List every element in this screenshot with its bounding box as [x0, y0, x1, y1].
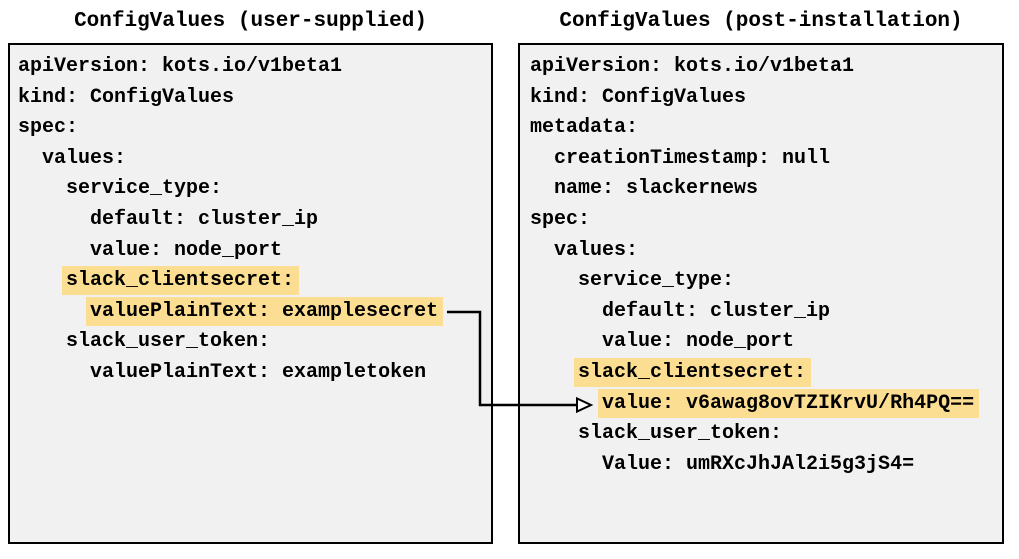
code-indent	[530, 239, 554, 262]
code-text: values:	[554, 238, 639, 262]
code-line: spec:	[530, 205, 1002, 236]
code-line: spec:	[18, 113, 491, 144]
code-text: default: cluster_ip	[90, 207, 319, 231]
post-installation-config-panel: apiVersion: kots.io/v1beta1 kind: ConfigV…	[518, 43, 1004, 544]
code-indent	[530, 300, 602, 323]
code-text: apiVersion: kots.io/v1beta1	[530, 55, 855, 78]
code-line: valuePlainText: examplesecret	[18, 296, 491, 328]
code-text: valuePlainText: exampletoken	[90, 360, 427, 384]
code-indent	[18, 361, 90, 384]
highlighted-code-text: slack_clientsecret:	[62, 266, 300, 296]
code-line: value: node_port	[530, 327, 1002, 358]
user-supplied-panel-title: ConfigValues (user-supplied)	[74, 10, 427, 33]
code-indent	[530, 361, 578, 384]
code-line: metadata:	[530, 113, 1002, 144]
code-text: value: node_port	[602, 330, 795, 354]
code-text: metadata:	[530, 116, 639, 140]
code-text: kind: ConfigValues	[530, 85, 747, 109]
highlighted-code-text: value: v6awag8ovTZIKrvU/Rh4PQ==	[598, 388, 980, 418]
code-indent	[18, 269, 66, 292]
code-line: slack_user_token:	[18, 327, 491, 358]
user-supplied-config-panel: apiVersion: kots.io/v1beta1 kind: ConfigV…	[8, 43, 493, 544]
code-indent	[530, 453, 602, 476]
code-line: service_type:	[530, 266, 1002, 297]
code-line: name: slackernews	[530, 174, 1002, 205]
code-text: spec:	[18, 116, 79, 140]
code-line: slack_clientsecret:	[18, 266, 491, 297]
code-line: creationTimestamp: null	[530, 144, 1002, 175]
post-installation-panel-title: ConfigValues (post-installation)	[559, 10, 963, 33]
code-text: kind: ConfigValues	[18, 85, 235, 109]
code-indent	[18, 239, 90, 262]
code-indent	[530, 177, 554, 200]
code-text: spec:	[530, 207, 591, 231]
code-text: values:	[42, 146, 127, 170]
highlighted-code-text: slack_clientsecret:	[574, 357, 812, 387]
code-text: service_type:	[66, 177, 223, 201]
code-indent	[18, 330, 66, 353]
code-indent	[530, 392, 602, 415]
code-line: value: v6awag8ovTZIKrvU/Rh4PQ==	[530, 388, 1002, 420]
code-text: default: cluster_ip	[602, 299, 831, 323]
code-indent	[18, 177, 66, 200]
code-indent	[18, 300, 90, 323]
code-indent	[530, 422, 578, 445]
code-line: service_type:	[18, 174, 491, 205]
code-text: Value: umRXcJhJAl2i5g3jS4=	[602, 452, 915, 476]
code-lines: apiVersion: kots.io/v1beta1 kind: ConfigV…	[10, 45, 491, 389]
code-line: Value: umRXcJhJAl2i5g3jS4=	[530, 450, 1002, 481]
code-line: apiVersion: kots.io/v1beta1	[18, 52, 491, 83]
code-line: value: node_port	[18, 236, 491, 267]
code-indent	[530, 147, 554, 170]
code-text: value: node_port	[90, 238, 283, 262]
code-indent	[530, 330, 602, 353]
code-text: apiVersion: kots.io/v1beta1	[18, 55, 343, 78]
code-line: kind: ConfigValues	[18, 83, 491, 114]
highlighted-code-text: valuePlainText: examplesecret	[86, 296, 444, 326]
code-indent	[530, 269, 578, 292]
code-line: kind: ConfigValues	[530, 83, 1002, 114]
code-text: service_type:	[578, 269, 735, 293]
code-text: slack_user_token:	[578, 422, 783, 446]
code-line: slack_clientsecret:	[530, 357, 1002, 389]
code-text: creationTimestamp: null	[554, 146, 831, 170]
code-line: default: cluster_ip	[530, 297, 1002, 328]
code-line: default: cluster_ip	[18, 205, 491, 236]
code-text: slack_user_token:	[66, 330, 271, 354]
code-indent	[18, 208, 90, 231]
code-indent	[18, 147, 42, 170]
code-text: name: slackernews	[554, 177, 759, 201]
code-line: valuePlainText: exampletoken	[18, 358, 491, 389]
code-lines: apiVersion: kots.io/v1beta1 kind: ConfigV…	[520, 45, 1002, 480]
code-line: values:	[18, 144, 491, 175]
code-line: slack_user_token:	[530, 419, 1002, 450]
code-line: apiVersion: kots.io/v1beta1	[530, 52, 1002, 83]
code-line: values:	[530, 236, 1002, 267]
